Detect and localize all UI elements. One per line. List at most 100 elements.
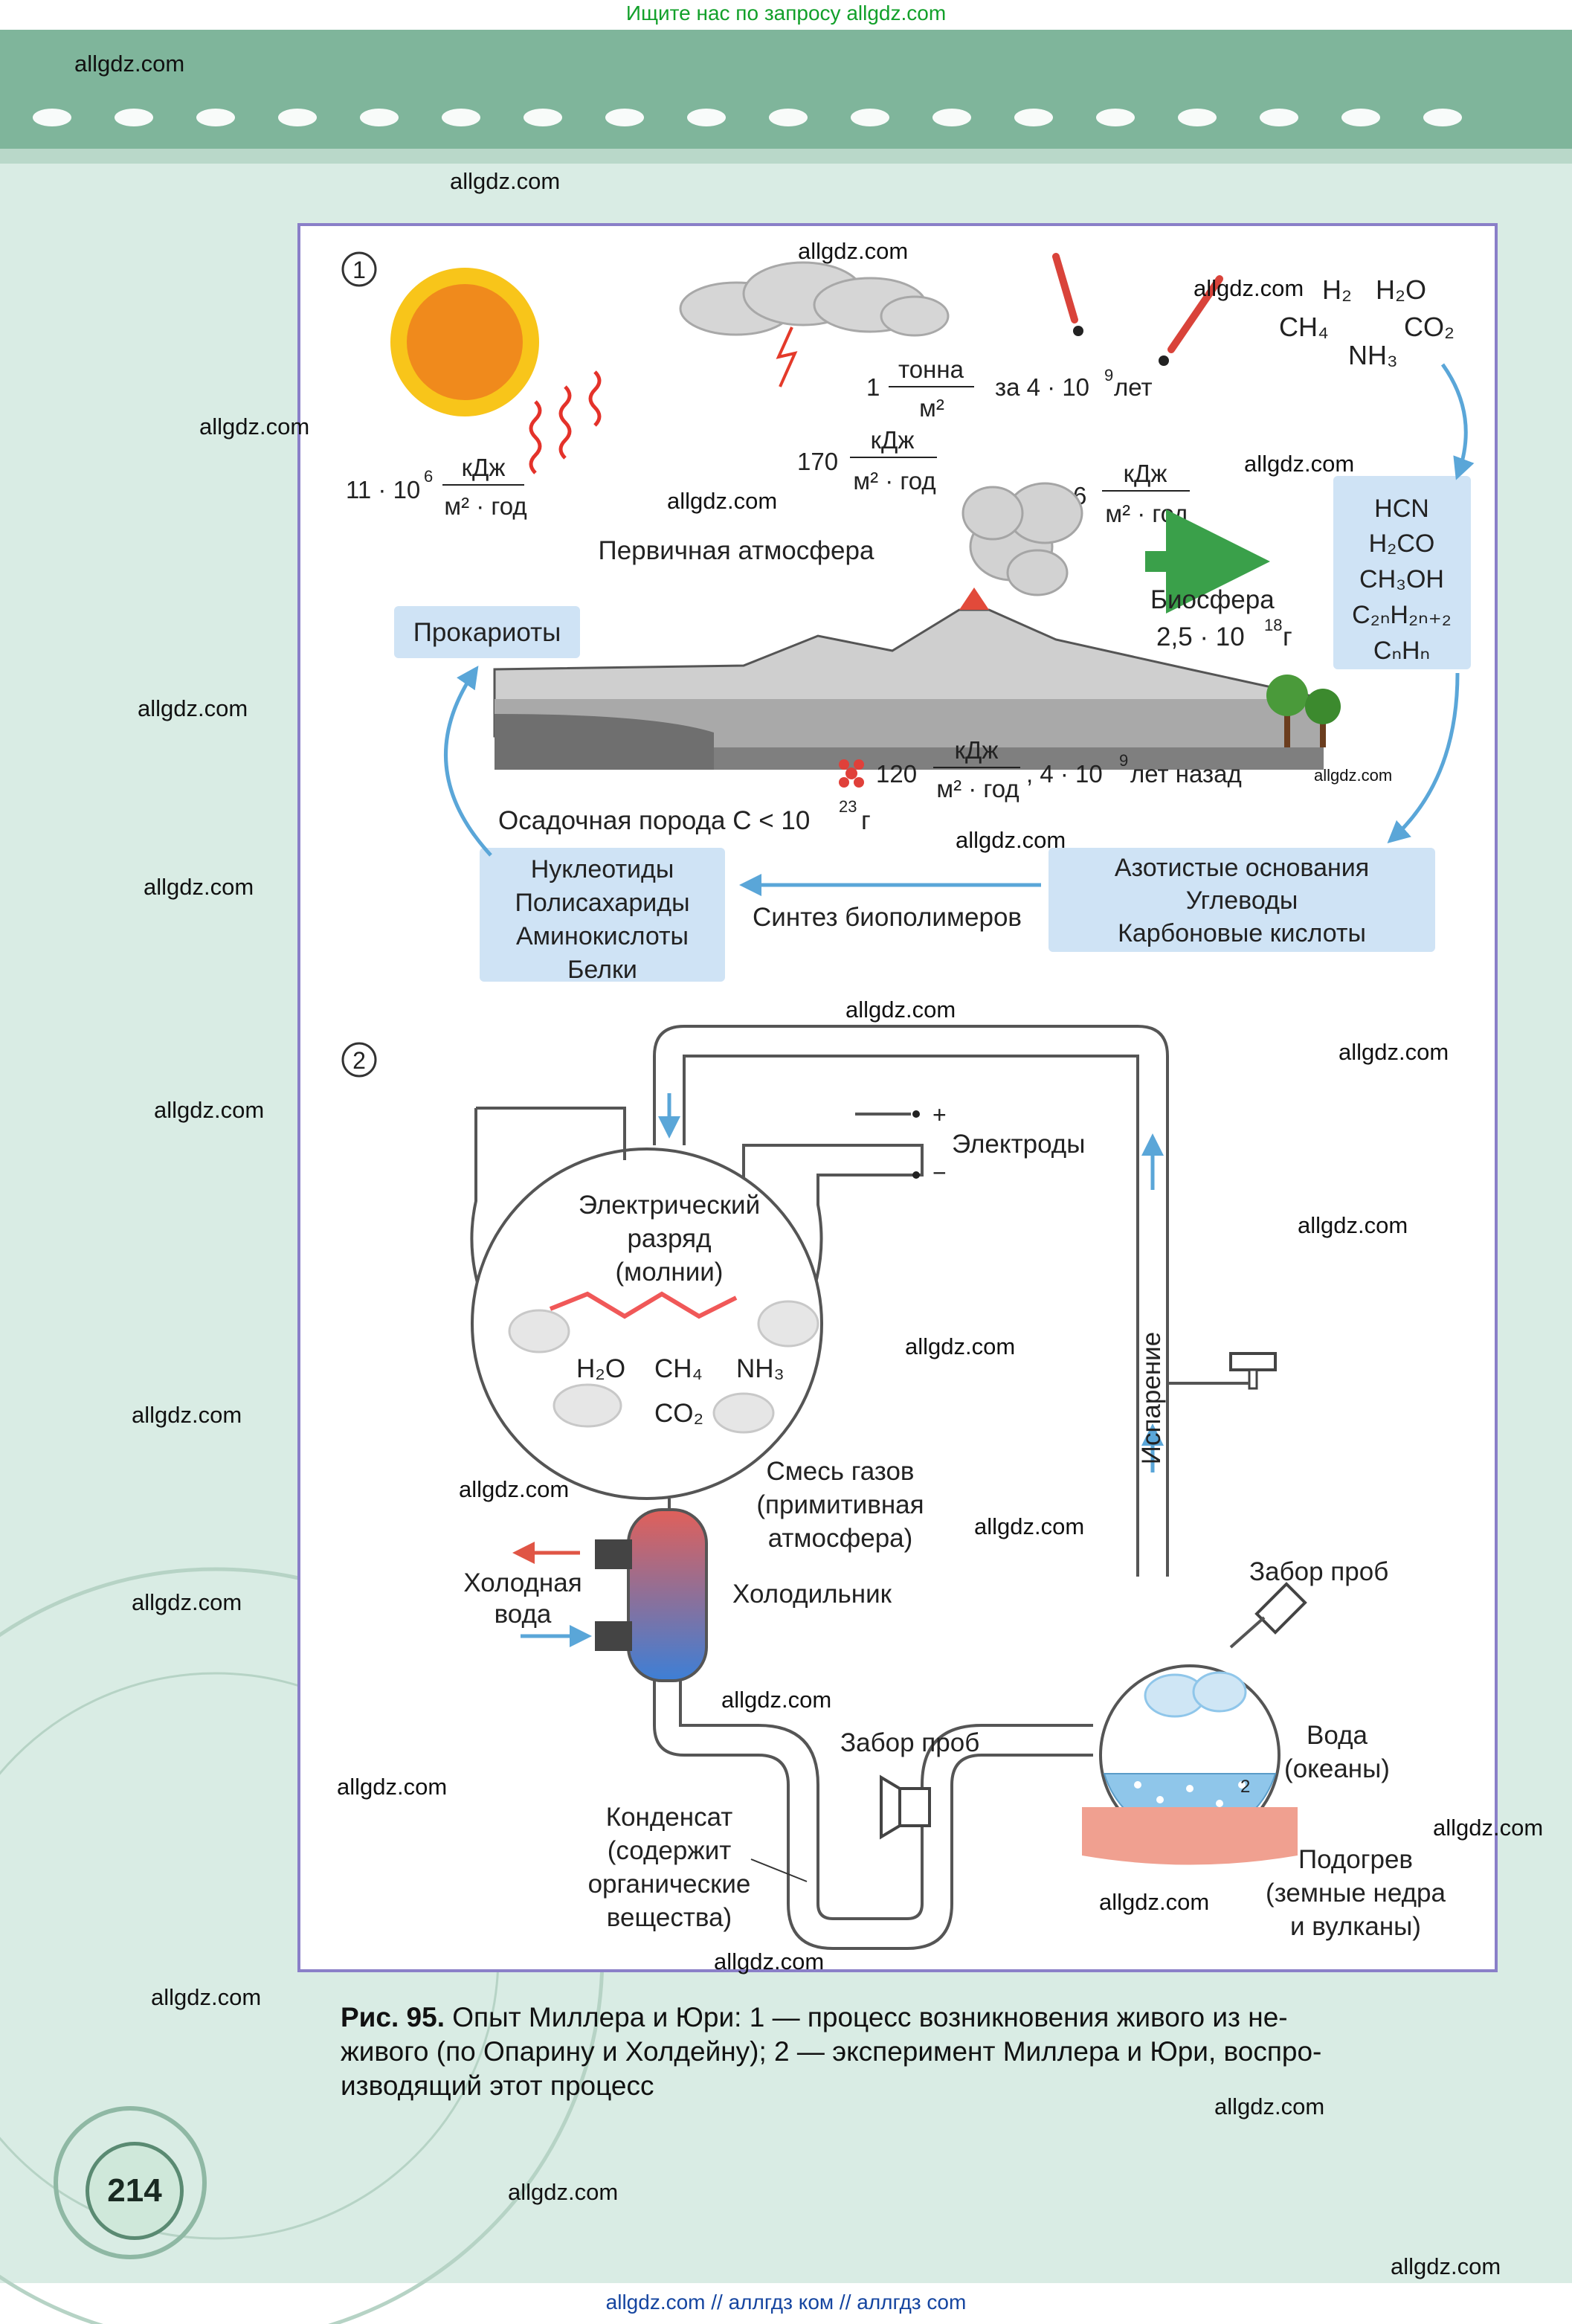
solar-radiation-icon bbox=[529, 370, 602, 474]
svg-text:HCN: HCN bbox=[1374, 495, 1429, 523]
cooler-label: Холодильник bbox=[732, 1580, 892, 1609]
svg-text:разряд: разряд bbox=[627, 1224, 711, 1253]
watermark: allgdz.com bbox=[956, 827, 1066, 853]
organics-to-monomers-arrow bbox=[1387, 672, 1460, 843]
u-tube bbox=[653, 1681, 1093, 1950]
water-label: Вода (океаны) bbox=[1284, 1721, 1390, 1783]
watermark: allgdz.com bbox=[667, 488, 778, 514]
monomers-box bbox=[1048, 848, 1435, 952]
watermark: allgdz.com bbox=[154, 1097, 265, 1123]
cooler-condenser bbox=[627, 1508, 708, 1682]
svg-text:и вулканы): и вулканы) bbox=[1290, 1912, 1421, 1941]
watermark: allgdz.com bbox=[798, 238, 909, 264]
biopolymers-to-prokaryotes-arrow bbox=[444, 666, 492, 857]
svg-text:Полисахариды: Полисахариды bbox=[515, 889, 689, 917]
svg-text:Нуклеотиды: Нуклеотиды bbox=[531, 855, 674, 883]
svg-text:м² · год: м² · год bbox=[1105, 500, 1188, 527]
svg-text:органические: органические bbox=[588, 1870, 751, 1899]
svg-text:9: 9 bbox=[1104, 366, 1113, 384]
watermark: allgdz.com bbox=[1099, 1889, 1210, 1915]
svg-text:Азотистые основания: Азотистые основания bbox=[1115, 854, 1369, 882]
svg-text:CₙHₙ: CₙHₙ bbox=[1373, 637, 1430, 665]
svg-text:H₂CO: H₂CO bbox=[1369, 530, 1435, 558]
svg-text:м²: м² bbox=[919, 394, 944, 422]
steam-icon bbox=[1144, 1671, 1247, 1718]
svg-text:м² · год: м² · год bbox=[853, 467, 935, 495]
svg-text:170: 170 bbox=[797, 448, 838, 475]
watermark: allgdz.com bbox=[199, 413, 310, 440]
prokaryotes-label: Прокариоты bbox=[413, 618, 561, 647]
svg-text:кДж: кДж bbox=[955, 736, 999, 764]
svg-text:Аминокислоты: Аминокислоты bbox=[516, 922, 689, 950]
svg-text:Конденсат: Конденсат bbox=[606, 1803, 733, 1832]
evaporation-label: Испарение bbox=[1137, 1332, 1166, 1464]
discharge-label: Электрический разряд (молнии) bbox=[579, 1191, 760, 1287]
svg-text:18: 18 bbox=[1264, 616, 1282, 634]
caption-line-2: живого (по Опарину и Холдейну); 2 — эксп… bbox=[341, 2036, 1322, 2067]
svg-text:(земные недра: (земные недра bbox=[1266, 1879, 1446, 1908]
watermark: allgdz.com bbox=[459, 1476, 570, 1502]
storm-cloud-icon bbox=[679, 261, 950, 337]
svg-text:C₂ₙH₂ₙ₊₂: C₂ₙH₂ₙ₊₂ bbox=[1352, 601, 1452, 629]
flask-gases: H₂O CH₄ NH₃ CO₂ bbox=[576, 1354, 785, 1428]
plus-sign: + bbox=[932, 1101, 947, 1128]
figure-caption: Рис. 95. Опыт Миллера и Юри: 1 — процесс… bbox=[341, 2000, 1501, 2103]
organics-list: HCN H₂CO CH₃OH C₂ₙH₂ₙ₊₂ CₙHₙ bbox=[1352, 495, 1452, 665]
site-banner: Ищите нас по запросу allgdz.com bbox=[625, 1, 947, 25]
watermark: allgdz.com bbox=[144, 874, 254, 900]
watermark: allgdz.com bbox=[721, 1687, 832, 1713]
caption-label: Рис. 95. bbox=[341, 2002, 445, 2032]
figure-frame bbox=[297, 223, 1498, 1972]
bottom-sampling-label: Забор проб bbox=[840, 1728, 979, 1757]
cooler-inlet bbox=[595, 1621, 632, 1651]
svg-text:Электрический: Электрический bbox=[579, 1191, 760, 1220]
svg-text:(океаны): (океаны) bbox=[1284, 1754, 1390, 1783]
biosphere-label: Биосфера 2,5 · 10 18 г bbox=[1150, 585, 1292, 651]
svg-text:(содержит: (содержит bbox=[608, 1836, 732, 1865]
gas-mix-label: Смесь газов (примитивная атмосфера) bbox=[756, 1457, 924, 1553]
svg-text:атмосфера): атмосфера) bbox=[768, 1524, 913, 1553]
heating-label: Подогрев (земные недра и вулканы) bbox=[1266, 1845, 1446, 1941]
landscape-volcano-ocean bbox=[493, 588, 1326, 770]
caption-line-3: изводящий этот процесс bbox=[341, 2070, 654, 2101]
sun-icon bbox=[390, 268, 539, 416]
volcano-flux-label: 6 кДж м² · год bbox=[1073, 460, 1190, 527]
header-band bbox=[0, 30, 1572, 164]
meteor-icons bbox=[1052, 253, 1223, 366]
svg-text:г: г bbox=[1283, 622, 1292, 651]
svg-text:11 · 10: 11 · 10 bbox=[346, 476, 420, 503]
svg-text:6: 6 bbox=[424, 467, 433, 486]
watermark: allgdz.com bbox=[337, 1774, 448, 1800]
watermark: allgdz.com bbox=[74, 51, 185, 77]
svg-text:CH₄: CH₄ bbox=[654, 1354, 703, 1383]
watermark: allgdz.com bbox=[845, 997, 956, 1023]
panel-2-miller-urey-experiment: 2 + − Электроды Электрический разря bbox=[341, 1025, 1446, 1950]
cooler-outlet bbox=[595, 1539, 632, 1569]
svg-text:Карбоновые кислоты: Карбоновые кислоты bbox=[1118, 919, 1366, 947]
biopolymers-list: Нуклеотиды Полисахариды Аминокислоты Бел… bbox=[515, 855, 689, 984]
electric-discharge-icon bbox=[549, 1291, 738, 1319]
gas-nh3: NH₃ bbox=[1348, 340, 1398, 370]
watermark: allgdz.com bbox=[1391, 2253, 1501, 2279]
gases-to-organics-arrow bbox=[1440, 363, 1475, 480]
watermark: allgdz.com bbox=[905, 1333, 1016, 1359]
svg-text:Подогрев: Подогрев bbox=[1298, 1845, 1413, 1874]
watermark: allgdz.com bbox=[1433, 1815, 1544, 1841]
watermark: allgdz.com bbox=[132, 1589, 242, 1615]
watermark: allgdz.com bbox=[132, 1402, 242, 1428]
svg-text:кДж: кДж bbox=[871, 426, 915, 454]
volcano-smoke-icon bbox=[961, 482, 1083, 596]
svg-text:кДж: кДж bbox=[462, 454, 506, 481]
svg-text:1: 1 bbox=[866, 373, 880, 401]
minus-sign: − bbox=[932, 1159, 947, 1186]
watermark: allgdz.com bbox=[1339, 1039, 1449, 1065]
svg-text:м² · год: м² · год bbox=[936, 775, 1019, 802]
gas-cloud-icons bbox=[508, 1300, 819, 1434]
svg-text:Смесь газов: Смесь газов bbox=[766, 1457, 914, 1486]
svg-text:Биосфера: Биосфера bbox=[1150, 585, 1275, 614]
svg-text:вещества): вещества) bbox=[607, 1903, 732, 1932]
panel-2-marker-circle bbox=[341, 1042, 377, 1078]
side-sampling-valve-icon bbox=[1229, 1582, 1307, 1649]
svg-text:(примитивная: (примитивная bbox=[756, 1490, 924, 1519]
